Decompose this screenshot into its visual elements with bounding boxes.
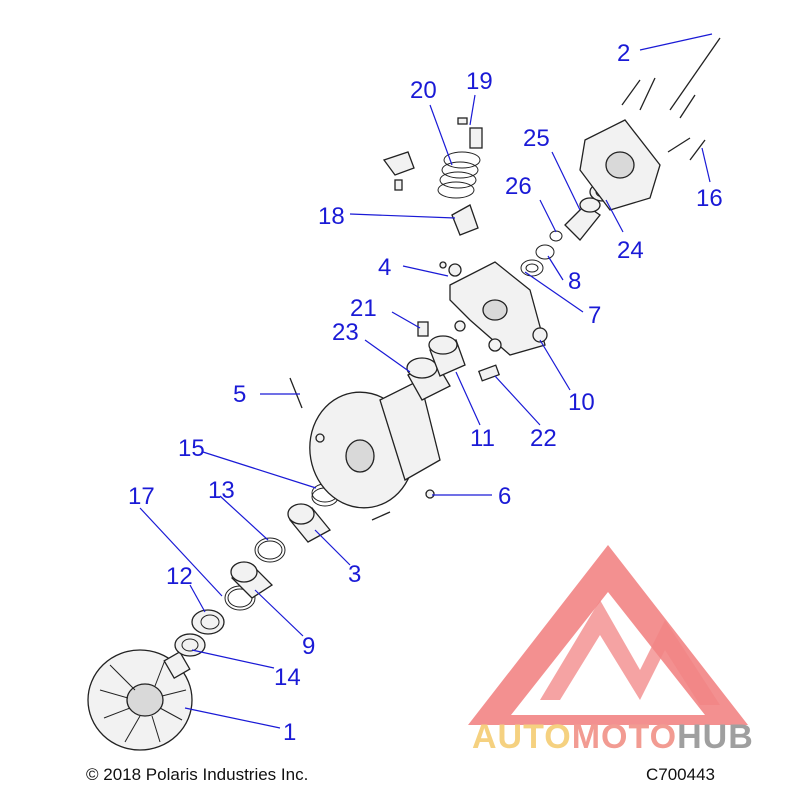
part-14-washer: [174, 633, 206, 657]
logo-word-auto: AUTO: [472, 718, 572, 756]
callout-6: 6: [498, 483, 511, 510]
callout-9: 9: [302, 633, 315, 660]
callout-18: 18: [318, 203, 345, 230]
part-6-ball: [425, 489, 435, 499]
part-21-fitting: [417, 321, 429, 337]
callout-25: 25: [523, 125, 550, 152]
callout-1: 1: [283, 719, 296, 746]
callout-7: 7: [588, 302, 601, 329]
callout-11: 11: [470, 425, 495, 452]
part-26-ring: [549, 230, 563, 242]
part-cover-plate: [579, 119, 661, 211]
part-12-spacer: [191, 609, 225, 635]
callout-12: 12: [166, 563, 193, 590]
callout-2: 2: [617, 40, 630, 67]
leader-lines: [139, 33, 713, 729]
callout-10: 10: [568, 389, 595, 416]
part-11-bushing: [428, 335, 466, 377]
automotohub-logo: AUTOMOTOHUB: [468, 545, 754, 756]
callout-13: 13: [208, 477, 235, 504]
part-22-fitting: [477, 364, 501, 382]
callout-21: 21: [350, 295, 377, 322]
callout-5: 5: [233, 381, 246, 408]
callout-labels: 2 19 20 25 26 16 18 24 4 8 21 7 23 5 10 …: [128, 40, 723, 746]
part-9-bushing: [230, 561, 274, 599]
part-25-tube: [564, 197, 601, 241]
callout-19: 19: [466, 68, 493, 95]
svg-text:AUTOMOTOHUB: AUTOMOTOHUB: [472, 718, 754, 756]
part-spider-housing: [439, 261, 548, 356]
callout-17: 17: [128, 483, 155, 510]
logo-m-mark: [540, 600, 720, 705]
callout-16: 16: [696, 185, 723, 212]
part-19-pin: [457, 117, 483, 149]
part-13-ring: [254, 537, 286, 563]
part-18-weight: [451, 204, 479, 236]
part-1-sheave: [87, 649, 193, 751]
part-7-ring: [520, 259, 544, 277]
callout-26: 26: [505, 173, 532, 200]
copyright-text: © 2018 Polaris Industries Inc.: [86, 765, 308, 784]
part-20-spring: [382, 151, 481, 199]
part-loose-pin: [371, 511, 391, 521]
part-16-bolts: [667, 137, 706, 161]
diagram-code: C700443: [646, 765, 715, 784]
part-5-pin: [289, 377, 303, 409]
callout-4: 4: [378, 254, 391, 281]
part-main-sheave: [309, 379, 441, 509]
callout-23: 23: [332, 319, 359, 346]
callout-3: 3: [348, 561, 361, 588]
callout-8: 8: [568, 268, 581, 295]
part-2-rod: [621, 37, 721, 119]
callout-20: 20: [410, 77, 437, 104]
callout-22: 22: [530, 425, 557, 452]
part-3-bushing: [287, 503, 331, 543]
logo-triangle-mark: [468, 545, 748, 725]
logo-word-moto: MOTO: [572, 718, 677, 756]
callout-24: 24: [617, 237, 644, 264]
part-8-ring: [535, 244, 555, 260]
callout-15: 15: [178, 435, 205, 462]
callout-14: 14: [274, 664, 301, 691]
logo-word-hub: HUB: [677, 718, 754, 756]
